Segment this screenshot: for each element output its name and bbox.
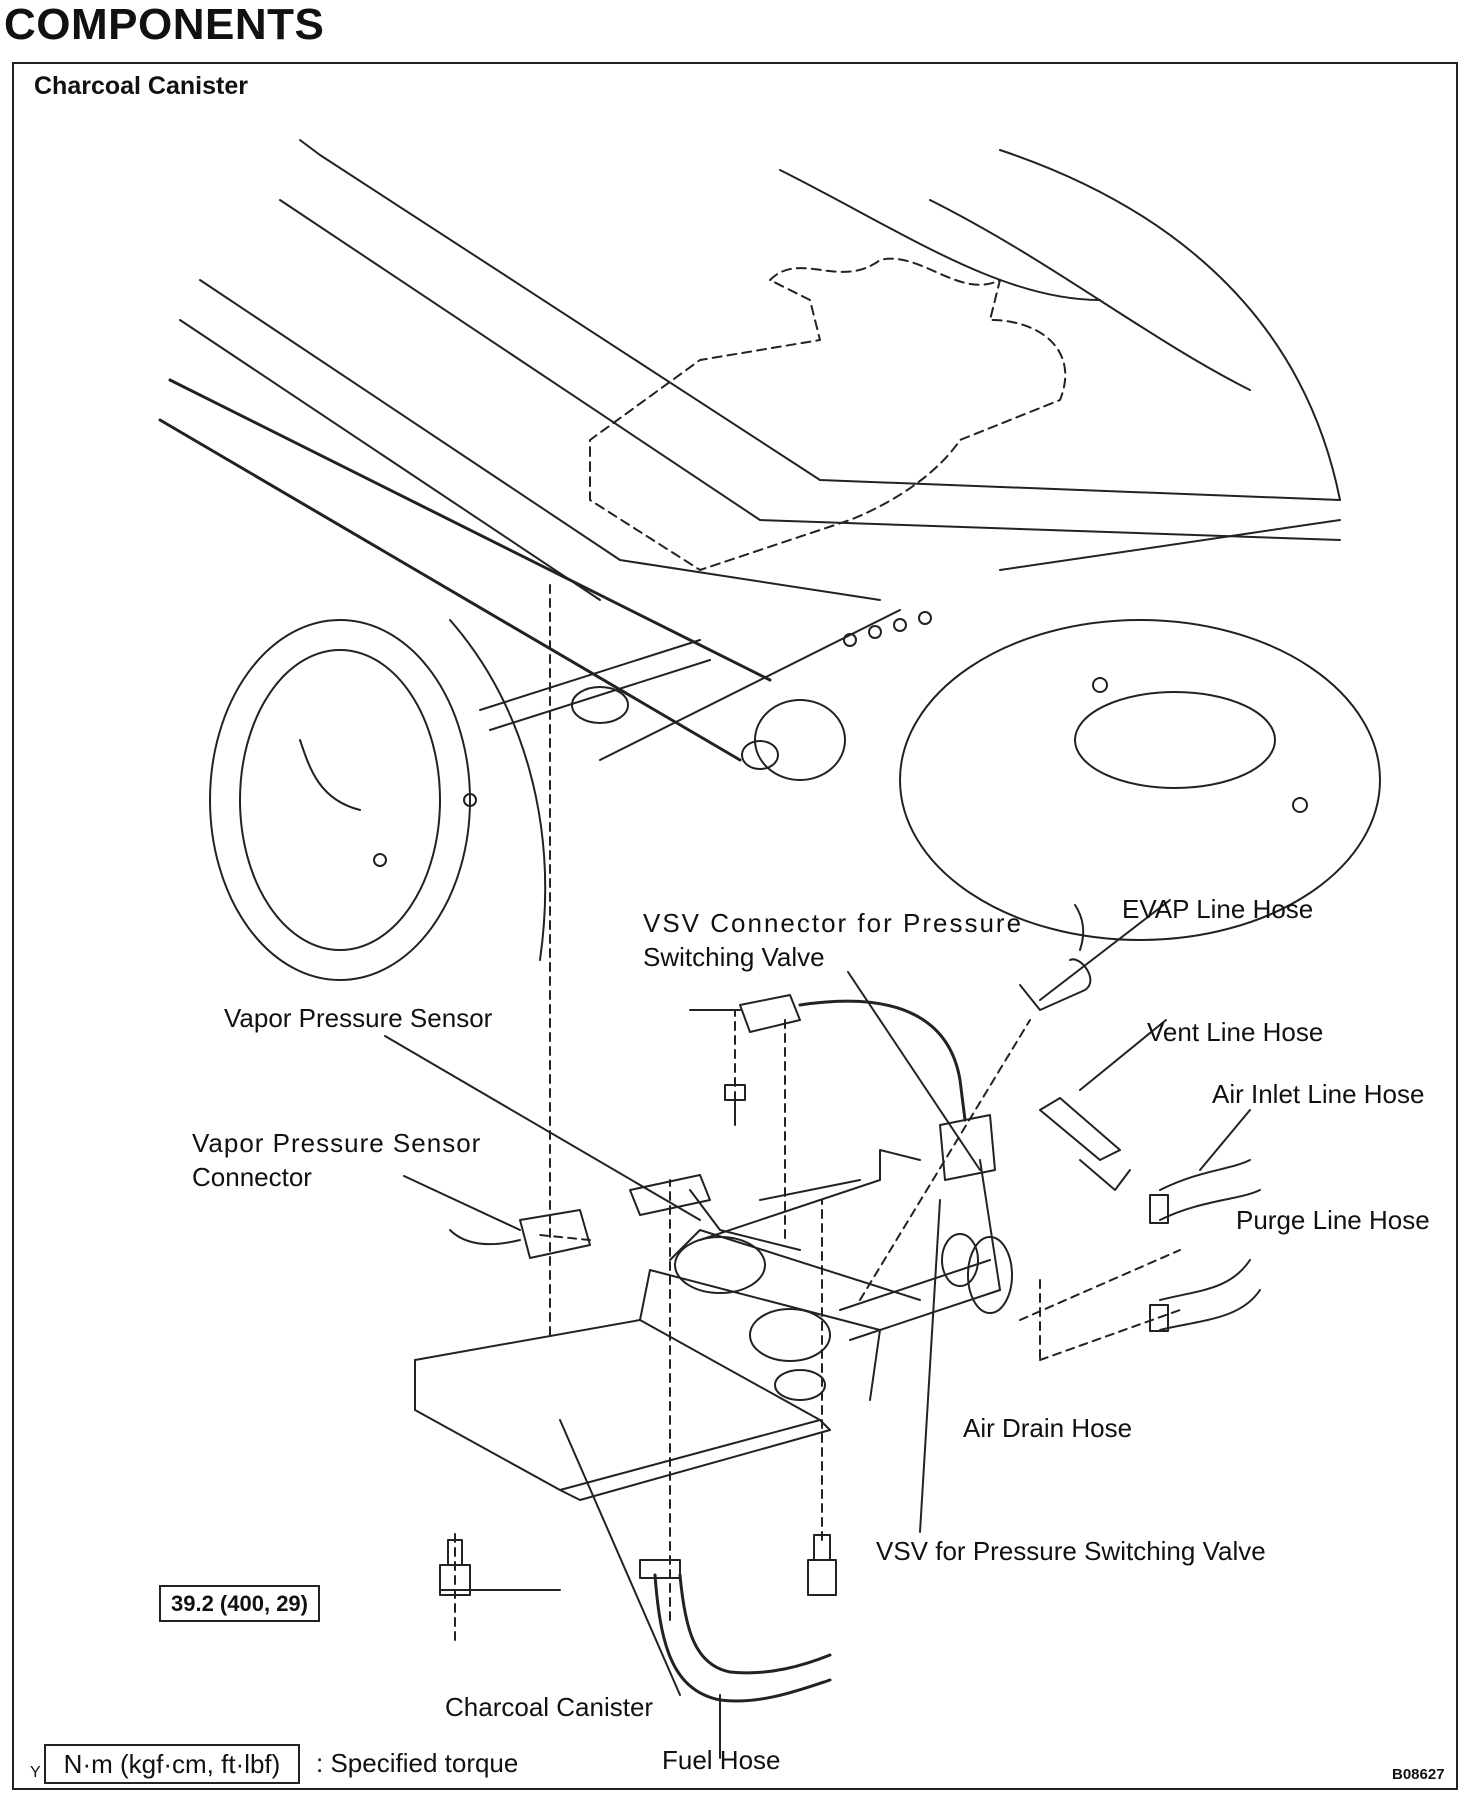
label-charcoal-canister: Charcoal Canister [445,1692,654,1722]
label-vsv-pressure-switching-valve: VSV for Pressure Switching Valve [876,1536,1266,1566]
label-vsv-connector: VSV Connector for Pressure Switching Val… [643,906,1023,974]
label-vapor-pressure-sensor: Vapor Pressure Sensor [224,1003,493,1033]
torque-legend-text: : Specified torque [316,1748,519,1778]
label-air-inlet-line-hose: Air Inlet Line Hose [1212,1079,1425,1109]
label-vapor-sensor-connector-line2: Connector [192,1162,312,1192]
page-heading: COMPONENTS [4,0,325,49]
torque-spec-box: 39.2 (400, 29) [159,1585,320,1622]
label-vent-line-hose: Vent Line Hose [1147,1017,1324,1047]
figure-code: B08627 [1392,1766,1445,1783]
label-fuel-hose: Fuel Hose [662,1745,781,1775]
label-air-drain-hose: Air Drain Hose [963,1413,1133,1443]
label-vapor-sensor-connector: Vapor Pressure Sensor Connector [192,1126,481,1194]
label-purge-line-hose: Purge Line Hose [1236,1205,1430,1235]
corner-letter: Y [30,1764,41,1781]
torque-unit-legend: N·m (kgf·cm, ft·lbf) [44,1744,300,1784]
diagram-frame [12,62,1458,1790]
label-vsv-connector-line2: Switching Valve [643,942,825,972]
diagram-subheading: Charcoal Canister [34,72,248,100]
label-vapor-sensor-connector-line1: Vapor Pressure Sensor [192,1128,482,1158]
label-vsv-connector-line1: VSV Connector for Pressure [643,908,1024,938]
label-evap-line-hose: EVAP Line Hose [1122,894,1314,924]
